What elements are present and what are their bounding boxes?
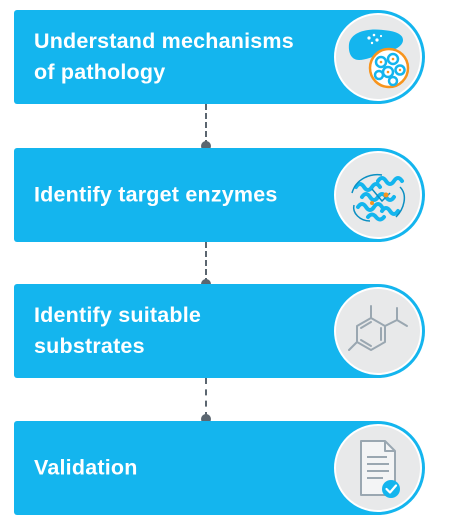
step-label: Identify target enzymes xyxy=(34,182,278,207)
icon-circle xyxy=(334,424,422,512)
step-validation: Validation xyxy=(14,421,425,515)
step-understand-mechanisms: Understand mechanisms of pathology xyxy=(14,10,425,104)
icon-circle xyxy=(334,13,422,101)
liver-cells-icon xyxy=(348,29,410,89)
icon-circle xyxy=(334,151,422,239)
connector-line xyxy=(205,378,207,418)
connector-line xyxy=(205,104,207,146)
checked-document-icon xyxy=(360,440,400,498)
step-label: Identify suitable substrates xyxy=(34,303,202,358)
step-label: Validation xyxy=(34,455,138,480)
protein-structure-icon xyxy=(351,173,406,222)
connector-dot xyxy=(201,414,211,424)
molecule-icon xyxy=(348,305,408,351)
connector-dot xyxy=(201,141,211,151)
step-identify-suitable-substrates: Identify suitable substrates xyxy=(14,284,425,378)
step-label: Understand mechanisms of pathology xyxy=(34,29,294,84)
icon-circle xyxy=(334,287,422,375)
step-identify-target-enzymes: Identify target enzymes xyxy=(14,148,425,242)
connector-line xyxy=(205,242,207,284)
